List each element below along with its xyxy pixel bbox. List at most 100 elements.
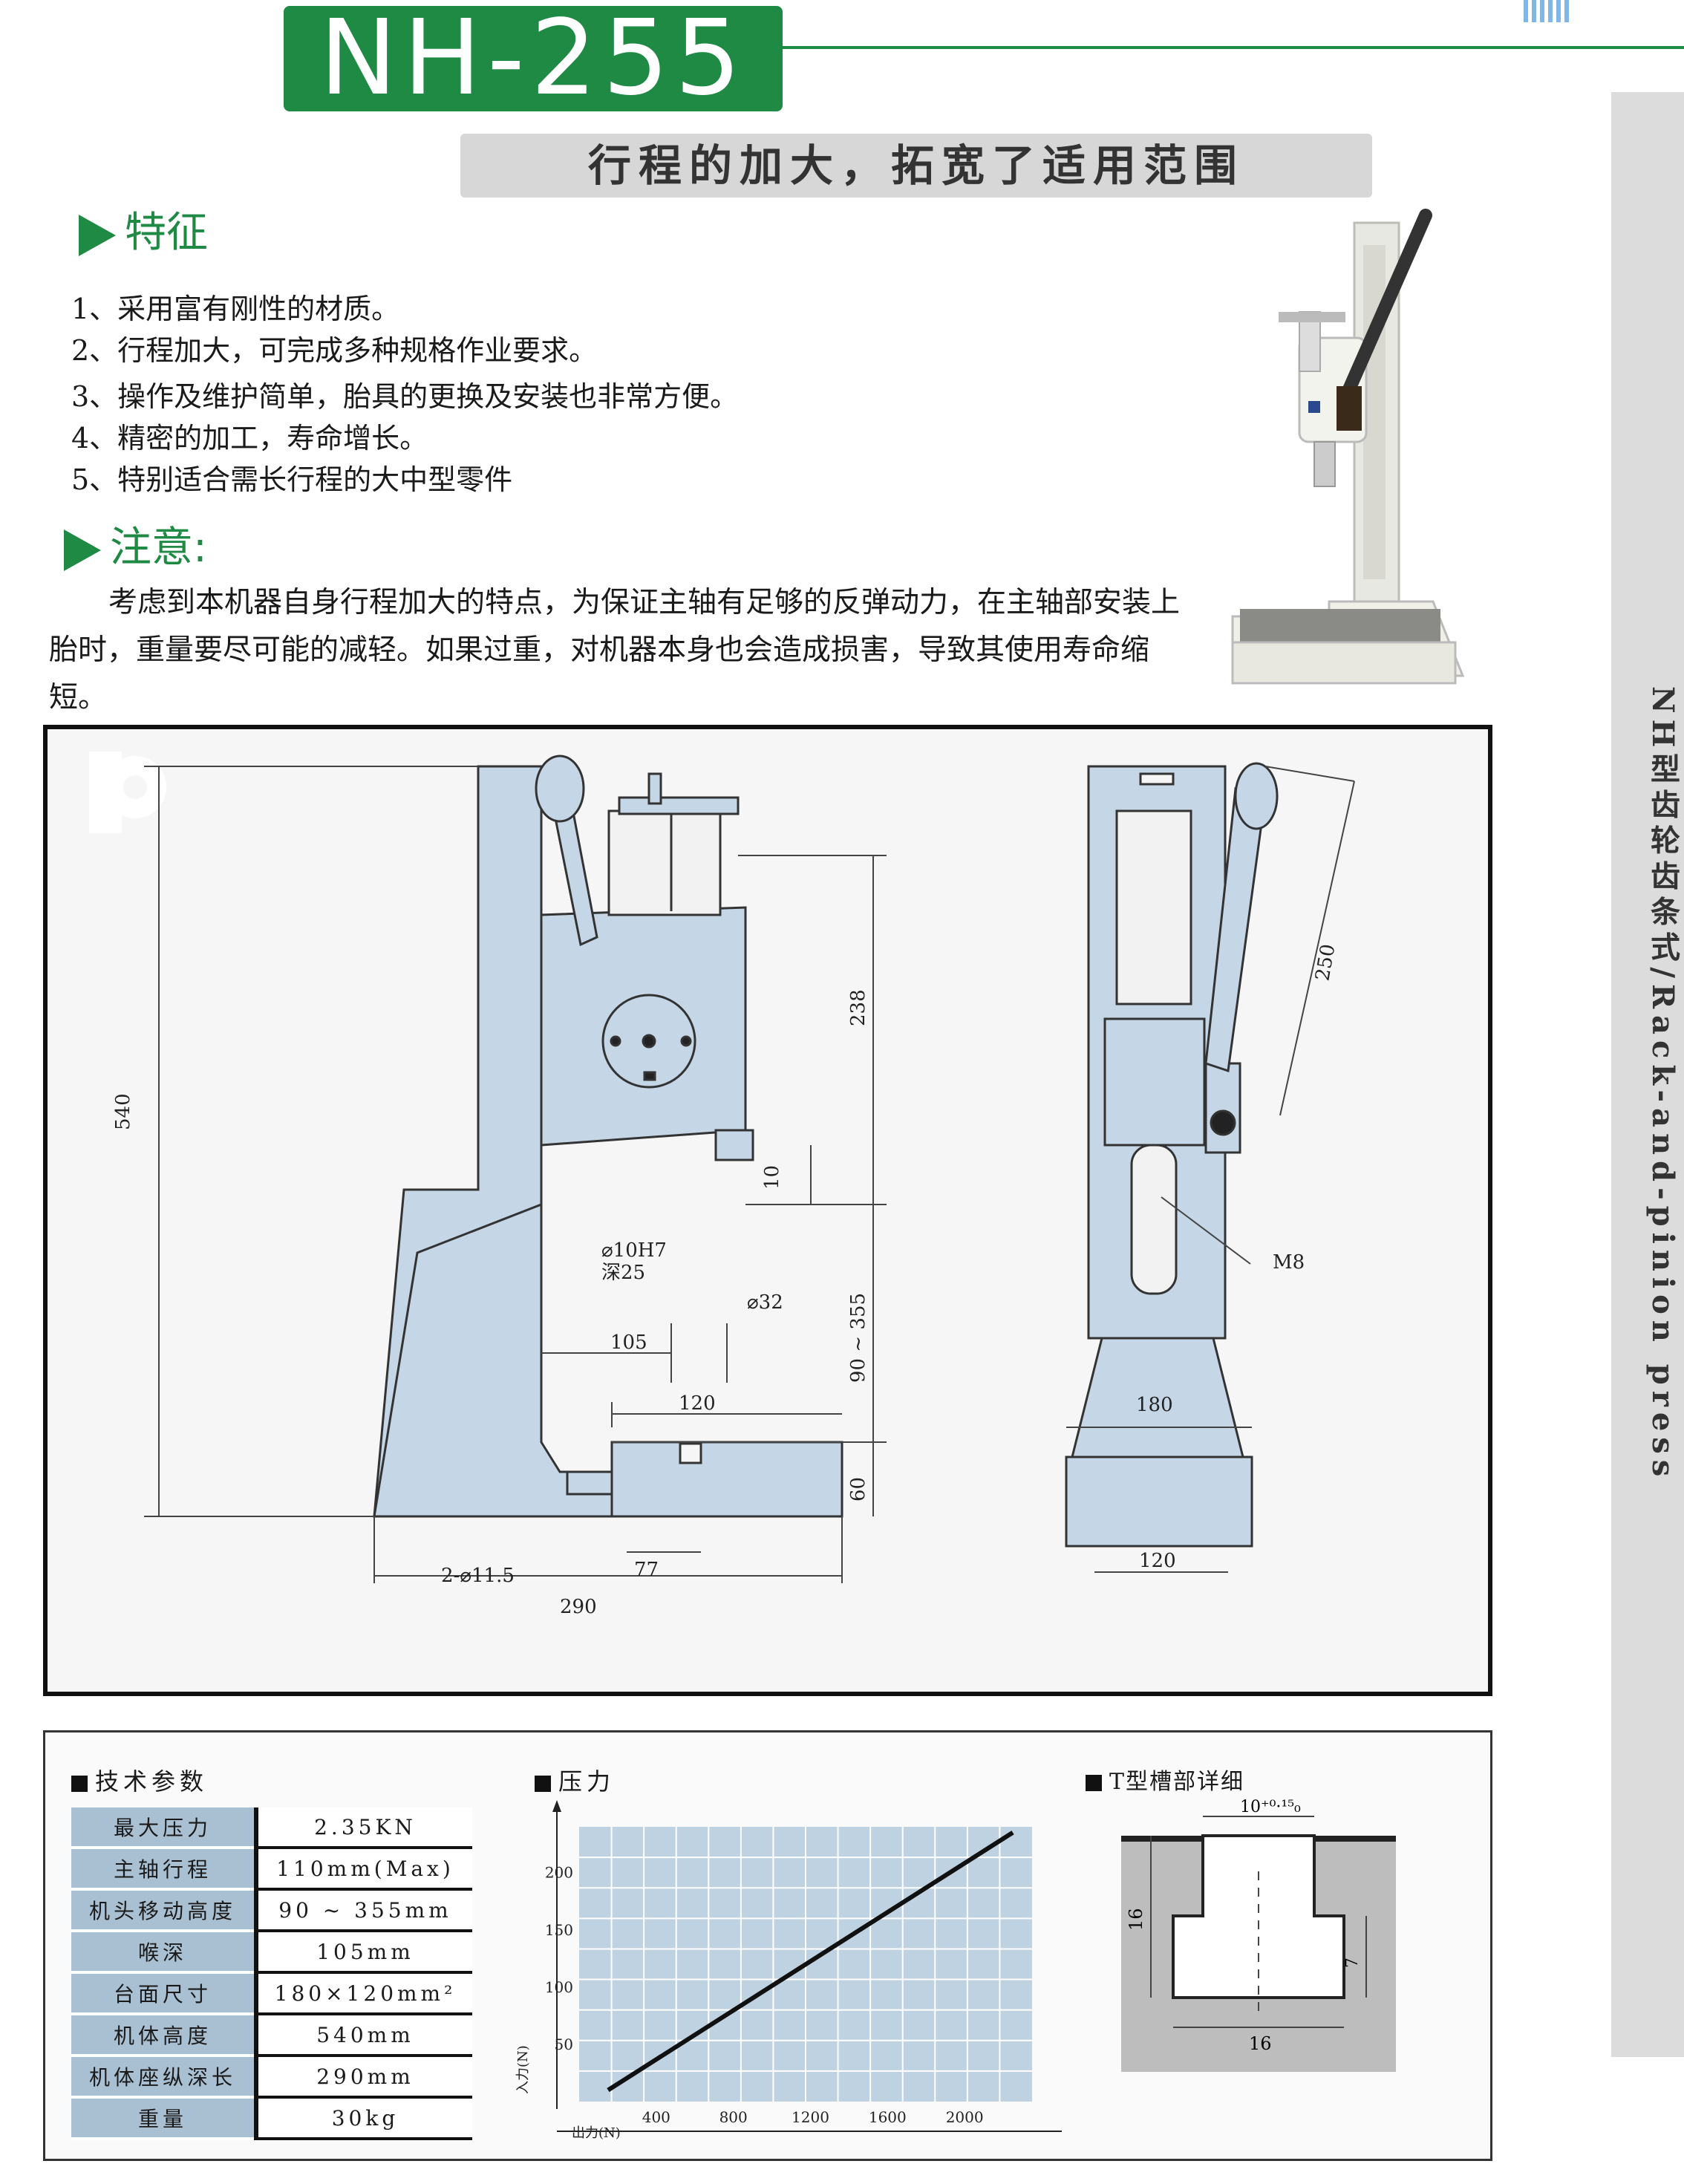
spec-key: 喉深 [71,1931,258,1974]
series-line [607,1831,1014,2093]
feature-item: 5、特别适合需长行程的大中型零件 [71,463,513,496]
features-heading-text: 特征 [125,209,208,257]
specs-heading-text: 技术参数 [95,1767,209,1796]
tslot-width-label: 10⁺⁰·¹⁵₀ [1240,1798,1301,1816]
triangle-bullet-icon [64,529,101,571]
logo-mark [89,752,166,833]
x-axis-label: 出力(N) [572,2125,621,2141]
side-label: NH型齿轮齿条式/Rack-and-pinion press [1645,685,1680,1483]
y-axis-arrow-icon [552,1800,561,1812]
spec-value: 180×120mm² [256,1972,472,2015]
tagline: 行程的加大，拓宽了适用范围 [587,140,1244,191]
spec-value: 540mm [256,2014,472,2057]
chart-heading: 压力 [535,1763,615,1797]
press-photo [1231,209,1465,685]
triangle-bullet-icon [79,214,116,256]
dim-10: 10 [761,1165,783,1190]
dim-540: 540 [112,1093,134,1130]
dim-throat: 105 [610,1331,647,1354]
tslot-profile [1172,1834,1345,1999]
dim-holes: 2-⌀11.5 [441,1565,515,1587]
dim-bore: ⌀10H7 [601,1239,667,1262]
dim-range: 90 ~ 355 [847,1293,869,1383]
x-tick-label: 1200 [792,2108,829,2126]
y-tick-label: 100 [545,1978,573,1996]
spec-value: 110mm(Max) [256,1848,472,1891]
dim-120-front: 120 [1139,1550,1176,1572]
front-view [1065,762,1279,1548]
dim-250: 250 [1311,942,1339,982]
dim-60: 60 [847,1477,869,1502]
tagline-bar [460,134,1372,198]
square-bullet-icon [535,1775,551,1792]
pressure-chart: 400 800 1200 1600 2000 50 100 150 200 出力(N) 入力(N) [515,1800,1062,2141]
spec-value: 2.35KN [256,1807,472,1849]
tslot-heading-text: T型槽部详细 [1109,1769,1245,1795]
spec-value: 290mm [256,2056,472,2099]
dim-bore-depth: 深25 [601,1262,645,1284]
x-tick-label: 400 [642,2108,670,2126]
dim-m8: M8 [1273,1251,1305,1274]
dim-table-width: 120 [679,1392,716,1415]
spec-key: 机体高度 [71,2014,258,2057]
features-heading: 特征 [79,199,208,259]
x-tick-label: 1600 [869,2108,907,2126]
specs-heading: 技术参数 [71,1763,208,1797]
tslot-bottom-label: 16 [1249,2033,1272,2054]
y-tick-label: 200 [545,1864,573,1882]
square-bullet-icon [71,1775,88,1792]
front-dimension-lines [1066,766,1355,1573]
feature-item: 1、采用富有刚性的材质。 [71,293,400,325]
dimension-lines [144,766,887,1583]
dim-180: 180 [1136,1394,1173,1416]
spec-value: 90 ~ 355mm [256,1889,472,1932]
feature-item: 2、行程加大，可完成多种规格作业要求。 [71,334,598,367]
feature-item: 4、精密的加工，寿命增长。 [71,422,428,454]
x-tick-label: 800 [719,2108,748,2126]
feature-item: 3、操作及维护简单，胎具的更换及安装也非常方便。 [71,380,739,413]
spec-key: 机头移动高度 [71,1889,258,1932]
dim-238: 238 [847,989,869,1026]
dim-290: 290 [560,1596,597,1618]
dim-77: 77 [634,1559,659,1581]
chart-title: 压力 [558,1767,616,1796]
side-band [1611,92,1684,2057]
tslot-detail: 10⁺⁰·¹⁵₀ 16 7 16 [1121,1798,1396,2072]
tslot-lower-label: 7 [1343,1958,1362,1968]
title-box [284,6,783,111]
note-heading-text: 注意: [110,524,207,572]
note-heading: 注意: [64,514,207,574]
note-text: 考虑到本机器自身行程加大的特点，为保证主轴有足够的反弹动力，在主轴部安装上胎时，… [49,586,1181,714]
dim-dia32: ⌀32 [747,1291,783,1314]
side-view [373,754,843,1518]
x-tick-label: 2000 [946,2108,984,2126]
y-axis-label: 入力(N) [515,2045,531,2094]
spec-value: 30kg [256,2097,472,2140]
spec-key: 主轴行程 [71,1848,258,1891]
dimension-labels: 540 238 10 ⌀10H7 深25 ⌀32 90 ~ 355 105 12… [112,942,1340,1618]
y-tick-label: 150 [545,1921,573,1939]
note-paragraph: 考虑到本机器自身行程加大的特点，为保证主轴有足够的反弹动力，在主轴部安装上胎时，… [49,579,1185,722]
spec-key: 机体座纵深长 [71,2056,258,2099]
tslot-depth-label: 16 [1126,1908,1146,1931]
spec-value: 105mm [256,1931,472,1974]
model-title: NH-255 [319,0,747,119]
header-rule [783,46,1684,49]
spec-key: 台面尺寸 [71,1972,258,2015]
y-tick-label: 50 [555,2035,573,2053]
spec-key: 最大压力 [71,1807,258,1849]
technical-drawing: 540 238 10 ⌀10H7 深25 ⌀32 90 ~ 355 105 12… [89,752,1355,1618]
tslot-heading: T型槽部详细 [1086,1763,1244,1796]
spec-key: 重量 [71,2097,258,2140]
square-bullet-icon [1086,1775,1102,1791]
corner-barcode-mark [1524,0,1571,22]
